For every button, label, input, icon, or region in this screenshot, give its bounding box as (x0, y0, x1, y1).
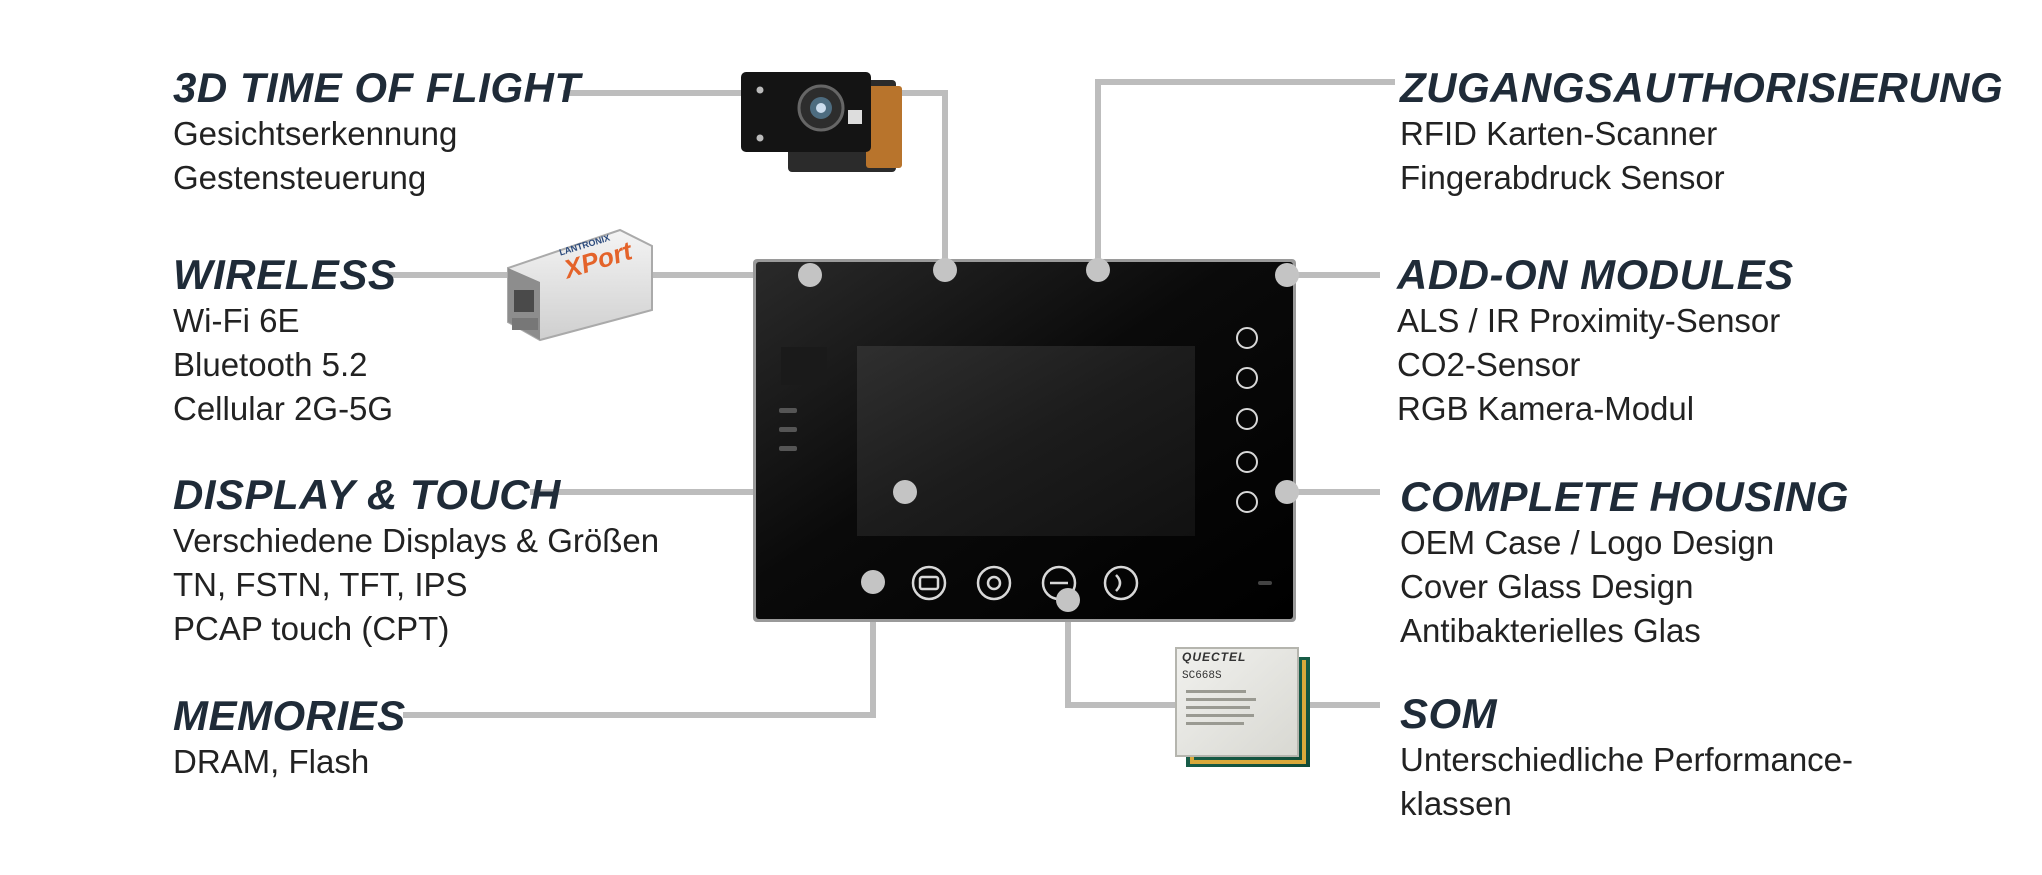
feature-memories-title: MEMORIES (173, 692, 406, 739)
feature-wireless-line: Bluetooth 5.2 (173, 346, 368, 383)
feature-wireless-line: Wi-Fi 6E (173, 302, 300, 339)
feature-wireless-title: WIRELESS (173, 251, 397, 298)
feature-access-line: RFID Karten-Scanner (1400, 115, 1718, 152)
bottom-buttons (911, 565, 1139, 601)
connector-som (1065, 600, 1380, 708)
feature-memories-line: DRAM, Flash (173, 743, 370, 780)
feature-addon-line: ALS / IR Proximity-Sensor (1397, 302, 1781, 339)
feature-access-title: ZUGANGSAUTHORISIERUNG (1400, 64, 2004, 111)
feature-display: DISPLAY & TOUCH Verschiedene Displays & … (173, 471, 659, 651)
connector-tof (563, 90, 948, 268)
feature-housing-title: COMPLETE HOUSING (1400, 473, 1850, 520)
connector-access (1095, 79, 1395, 268)
feature-memories: MEMORIES DRAM, Flash (173, 692, 406, 784)
feature-addon: ADD-ON MODULES ALS / IR Proximity-Sensor… (1397, 251, 1794, 431)
feature-addon-line: RGB Kamera-Modul (1397, 390, 1695, 427)
connection-dots (798, 258, 1299, 612)
feature-display-line: TN, FSTN, TFT, IPS (173, 566, 468, 603)
feature-som-line: Unterschiedliche Performance- (1400, 741, 1854, 778)
speaker-grille (781, 347, 827, 385)
side-buttons (1236, 327, 1258, 513)
feature-tof-line: Gestensteuerung (173, 159, 427, 196)
feature-tof-line: Gesichtserkennung (173, 115, 458, 152)
connector-lines (385, 79, 1395, 718)
feature-addon-title: ADD-ON MODULES (1397, 251, 1794, 298)
feature-display-line: PCAP touch (CPT) (173, 610, 450, 647)
som-label: QUECTEL SC668S (1182, 650, 1246, 682)
feature-som-line: klassen (1400, 785, 1512, 822)
som-brand: QUECTEL (1182, 650, 1247, 664)
feature-display-title: DISPLAY & TOUCH (173, 471, 561, 518)
feature-som: SOM Unterschiedliche Performance- klasse… (1400, 690, 1853, 826)
feature-tof-title: 3D TIME OF FLIGHT (173, 64, 581, 111)
feature-wireless-line: Cellular 2G-5G (173, 390, 394, 427)
feature-access: ZUGANGSAUTHORISIERUNG RFID Karten-Scanne… (1400, 64, 2003, 200)
feature-housing-line: Antibakterielles Glas (1400, 612, 1701, 649)
connector-memories (403, 582, 876, 718)
feature-housing: COMPLETE HOUSING OEM Case / Logo Design … (1400, 473, 1849, 653)
feature-wireless: WIRELESS Wi-Fi 6E Bluetooth 5.2 Cellular… (173, 251, 396, 431)
device-panel (753, 259, 1296, 622)
feature-housing-line: Cover Glass Design (1400, 568, 1694, 605)
som-model: SC668S (1182, 670, 1222, 682)
feature-som-title: SOM (1400, 690, 1498, 737)
tof-module-image (741, 72, 902, 172)
device-screen (857, 346, 1195, 536)
feature-display-line: Verschiedene Displays & Größen (173, 522, 660, 559)
led-indicators (779, 408, 797, 451)
som-module-image (1175, 647, 1310, 767)
feature-housing-line: OEM Case / Logo Design (1400, 524, 1775, 561)
xport-module-image (507, 228, 653, 342)
feature-access-line: Fingerabdruck Sensor (1400, 159, 1725, 196)
feature-tof: 3D TIME OF FLIGHT Gesichtserkennung Gest… (173, 64, 580, 200)
feature-addon-line: CO2-Sensor (1397, 346, 1581, 383)
